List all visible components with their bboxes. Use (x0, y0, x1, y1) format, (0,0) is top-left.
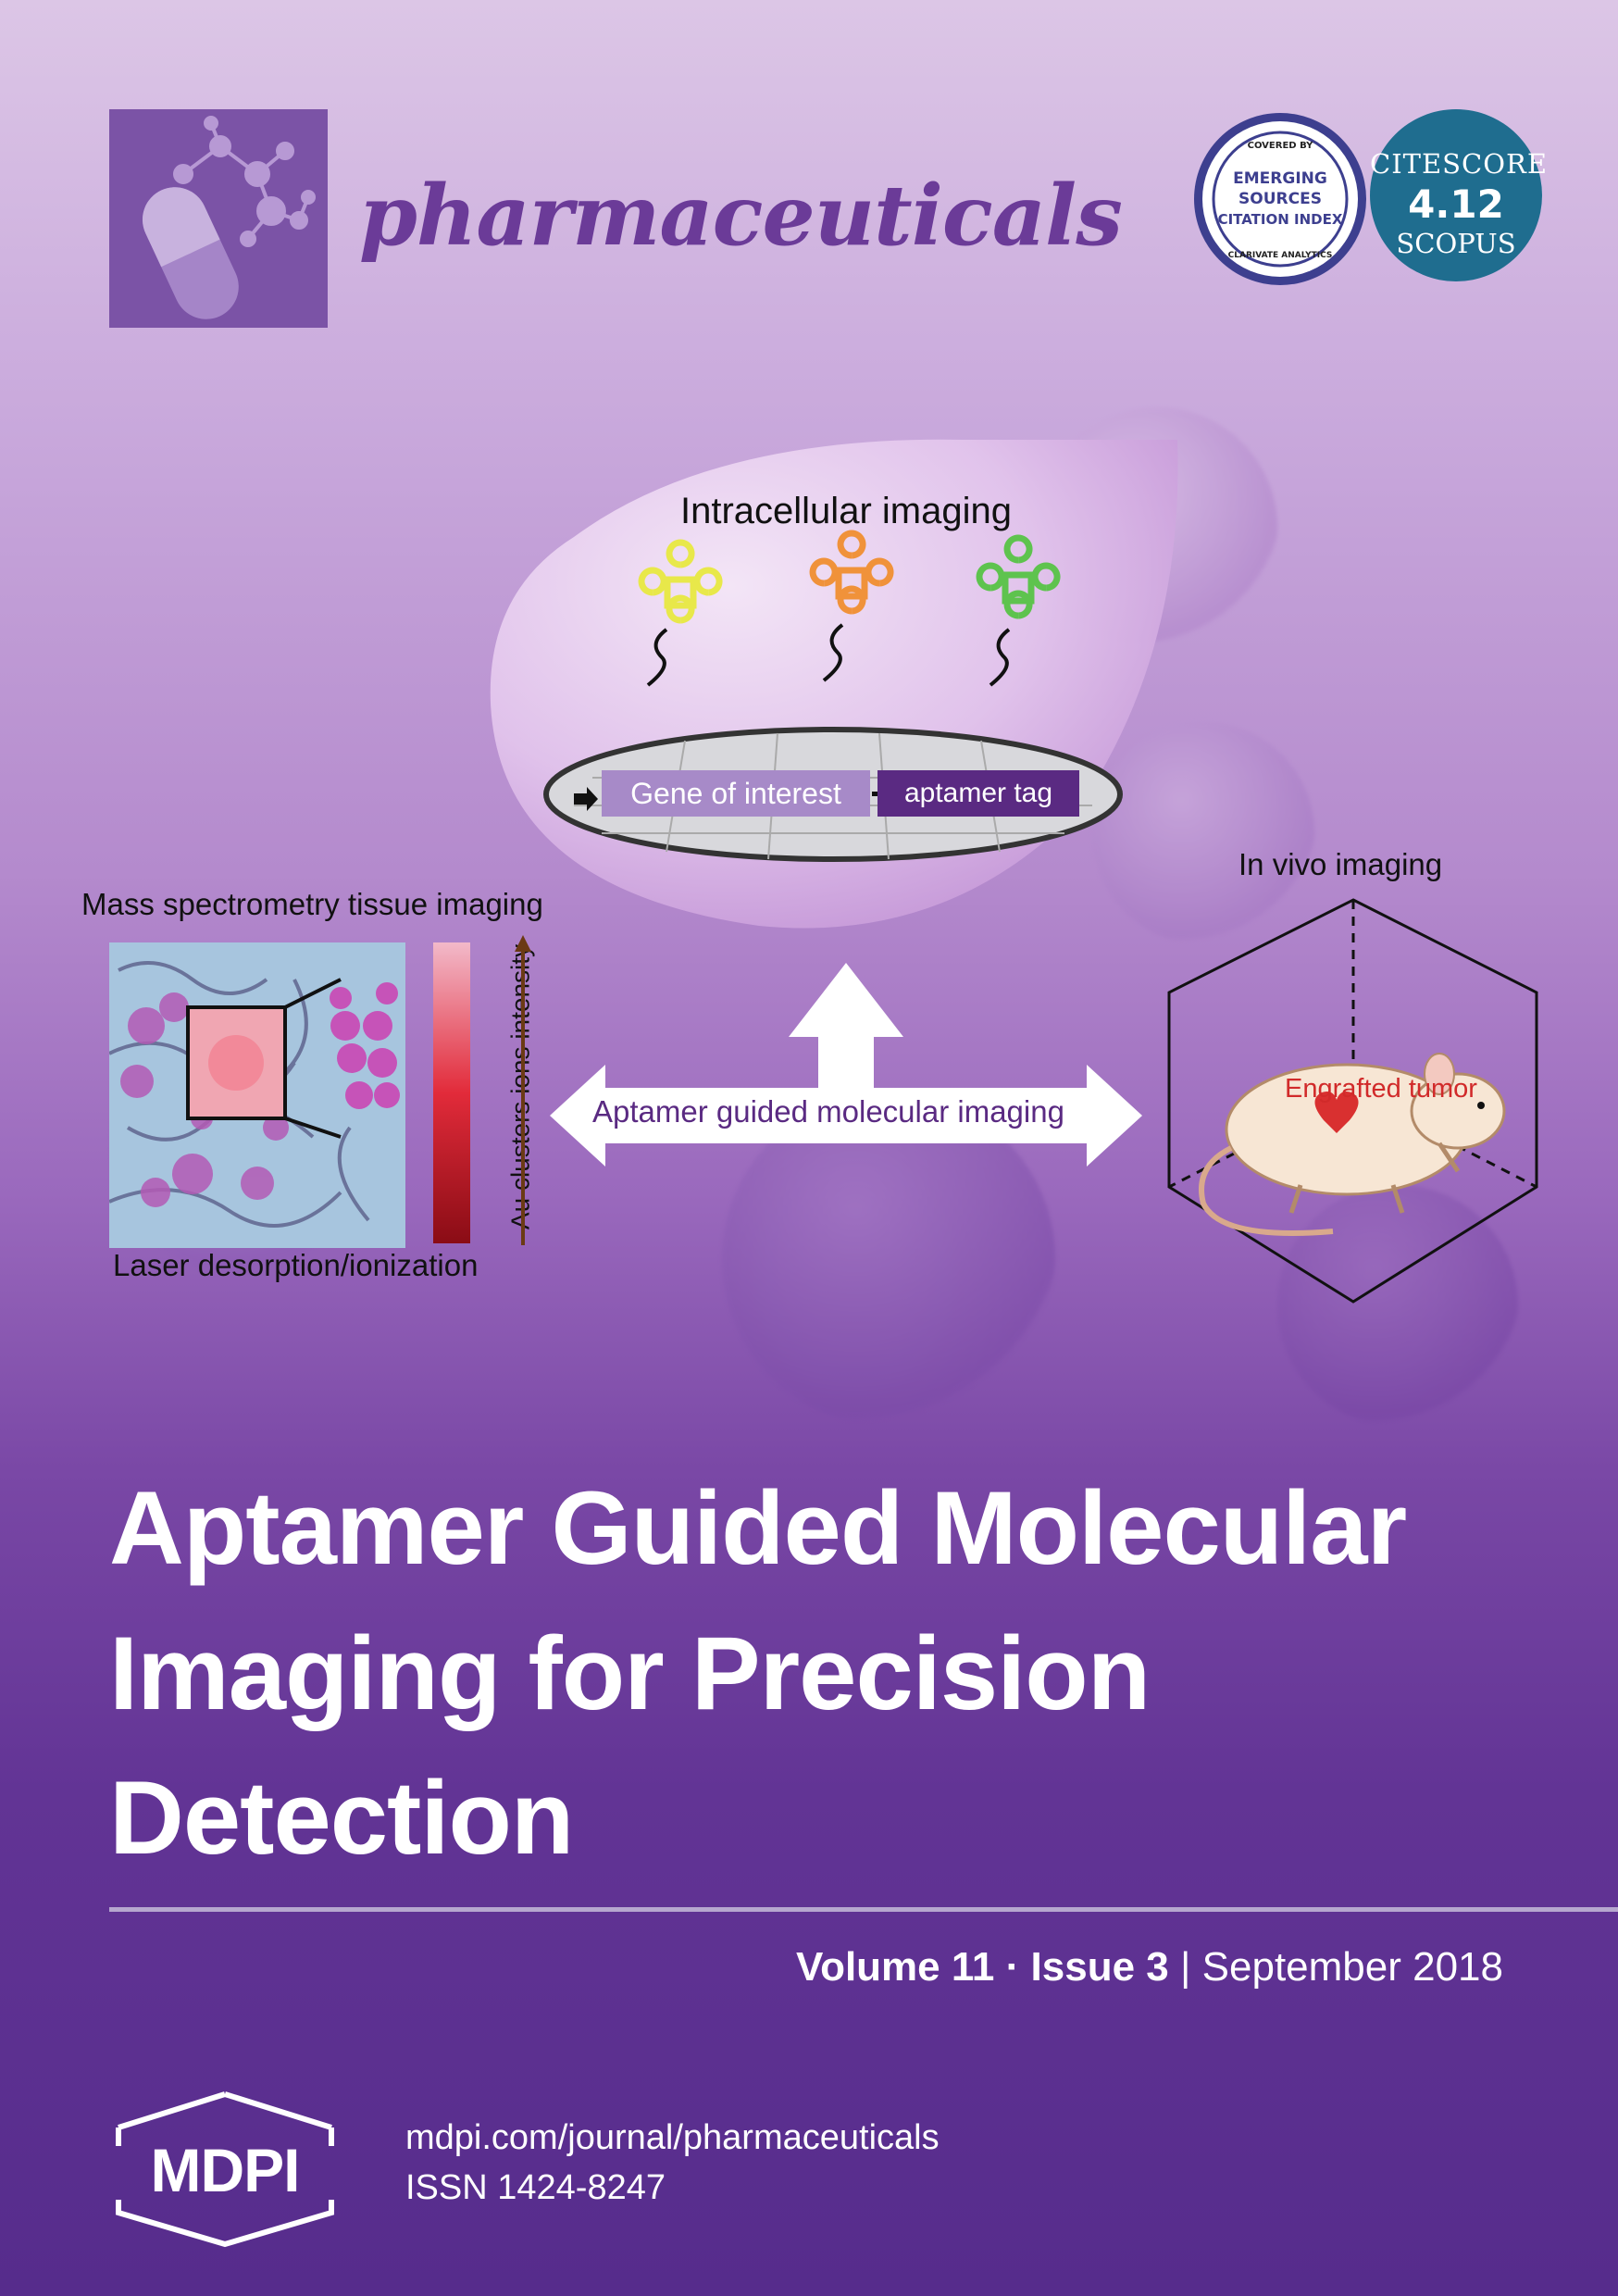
divider (109, 1907, 1618, 1912)
center-double-arrow (550, 963, 1142, 1167)
center-label: Aptamer guided molecular imaging (592, 1094, 1064, 1129)
mouse-icon (1199, 1053, 1506, 1236)
issn: ISSN 1424-8247 (405, 2168, 666, 2207)
gene-of-interest-box: Gene of interest (602, 770, 870, 817)
esci-line3: CITATION INDEX (1218, 211, 1343, 228)
citescore-badge: CITESCORE 4.12 SCOPUS (1370, 109, 1548, 281)
esci-line1: EMERGING (1233, 169, 1327, 188)
journal-url[interactable]: mdpi.com/journal/pharmaceuticals (405, 2118, 940, 2157)
tumor-label: Engrafted tumor (1285, 1074, 1477, 1104)
intracellular-title: Intracellular imaging (680, 491, 1012, 531)
tissue-image (109, 942, 405, 1248)
mdpi-wordmark: MDPI (150, 2136, 301, 2204)
article-title-line-2: Imaging for Precision (109, 1616, 1151, 1731)
article-title-line-1: Aptamer Guided Molecular (109, 1470, 1407, 1586)
intensity-colorbar (433, 942, 470, 1243)
esci-top-text: COVERED BY (1248, 141, 1314, 151)
issue-info: Volume 11 · Issue 3 | September 2018 (796, 1944, 1503, 1990)
esci-line2: SOURCES (1238, 190, 1322, 208)
volume: Volume 11 (796, 1944, 995, 1990)
mass-spec-title: Mass spectrometry tissue imaging (81, 887, 543, 921)
article-title-line-3: Detection (109, 1760, 574, 1876)
citescore-value: 4.12 (1408, 181, 1504, 227)
aptamer-tag-box: aptamer tag (877, 770, 1079, 817)
intensity-arrow-icon (515, 935, 531, 1245)
bg-cell-4 (722, 1092, 1055, 1426)
issue-date: September 2018 (1201, 1944, 1503, 1990)
esci-badge: COVERED BY EMERGING SOURCES CITATION IND… (1192, 111, 1368, 287)
citescore-source: SCOPUS (1396, 228, 1516, 259)
ldi-label: Laser desorption/ionization (113, 1248, 479, 1282)
journal-name: pharmaceuticals (359, 167, 1123, 265)
issue-separator: · (1005, 1944, 1020, 1990)
pill-molecule-icon (142, 116, 316, 319)
journal-logo (109, 109, 328, 328)
issue-number: Issue 3 (1030, 1944, 1169, 1990)
issue-bar: | (1179, 1944, 1191, 1990)
citescore-label: CITESCORE (1370, 148, 1548, 180)
mdpi-hexagon-icon (116, 2091, 334, 2248)
mdpi-logo: MDPI (109, 2090, 341, 2248)
promoter-arrow-icon (572, 785, 600, 811)
esci-bottom-text: CLARIVATE ANALYTICS (1228, 251, 1333, 260)
in-vivo-cube (1167, 898, 1538, 1304)
in-vivo-title: In vivo imaging (1238, 847, 1443, 881)
bg-cell-2 (1092, 722, 1314, 944)
